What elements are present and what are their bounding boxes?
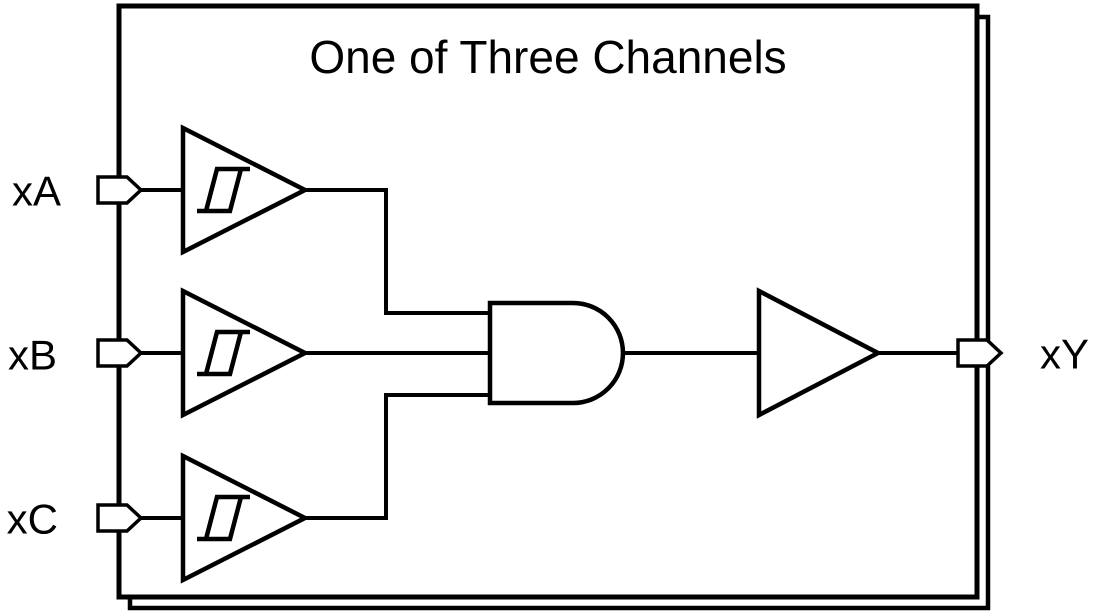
diagram-title: One of Three Channels — [309, 31, 786, 83]
input-pin-xb-icon — [96, 338, 144, 368]
input-pins — [96, 175, 144, 533]
input-label-xb: xB — [8, 332, 57, 379]
input-pin-xc-icon — [96, 503, 144, 533]
hysteresis-icon — [197, 494, 250, 542]
buffer-triangle-icon — [180, 452, 310, 584]
input-pin-xa-icon — [96, 175, 144, 205]
wires — [141, 188, 960, 520]
schmitt-trigger-buffer-xb — [180, 287, 310, 419]
buffer-triangle-icon — [180, 287, 310, 419]
wire-xa-to-and — [303, 188, 490, 315]
buffer-triangle-icon — [180, 124, 310, 256]
hysteresis-icon — [197, 329, 250, 377]
output-buffer-icon — [756, 287, 883, 419]
schmitt-trigger-buffer-xa — [180, 124, 310, 256]
schmitt-trigger-buffer-xc — [180, 452, 310, 584]
output-pin-xy-icon — [956, 338, 1004, 368]
output-label-xy: xY — [1040, 331, 1089, 378]
wire-xc-to-and — [303, 393, 490, 520]
input-label-xa: xA — [12, 168, 61, 215]
and-gate-icon — [487, 300, 626, 406]
hysteresis-icon — [197, 166, 250, 214]
input-label-xc: xC — [7, 496, 58, 543]
